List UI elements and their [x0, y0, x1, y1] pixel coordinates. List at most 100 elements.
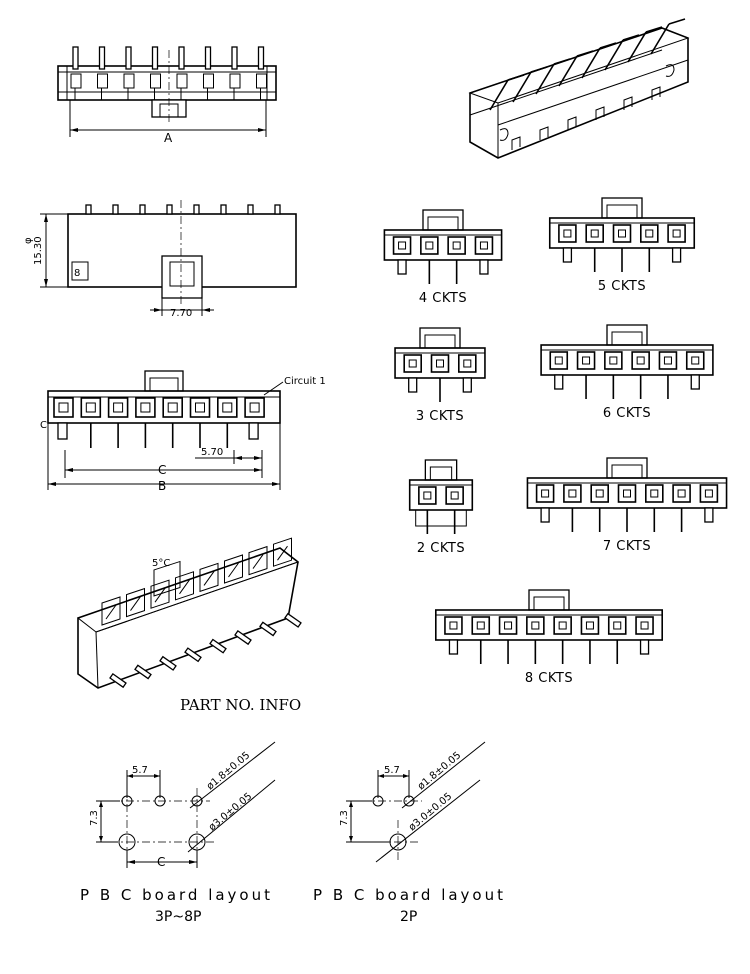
iso-cavity — [248, 545, 268, 576]
variant-cavity — [444, 616, 463, 635]
iso-cavity-slot — [154, 587, 166, 603]
variant-latch — [419, 327, 461, 349]
iso-pin — [650, 23, 670, 55]
top-pin-base — [229, 73, 241, 89]
iso-pin — [535, 63, 555, 95]
iso-cavity-slot — [252, 554, 264, 569]
variant-housing — [434, 609, 663, 641]
variant-cavity-inner — [504, 621, 513, 630]
variant-peg-2 — [415, 509, 467, 527]
variant-cavity-inner — [672, 229, 681, 238]
side-pin — [139, 204, 146, 215]
variant-cavity-inner — [558, 621, 567, 630]
side-pin — [166, 204, 173, 215]
variant-peg — [562, 247, 573, 263]
iso-pin-bottom — [184, 647, 202, 663]
height-dim-small: φ — [23, 237, 34, 244]
variant-cavity — [420, 236, 439, 255]
variant-cavity — [526, 616, 545, 635]
svg-text:8: 8 — [74, 268, 80, 279]
iso-cavity — [224, 554, 243, 584]
iso-pin-tail — [507, 74, 525, 81]
top-pin — [125, 46, 132, 70]
variant-cavity-inner — [595, 489, 604, 498]
variant-latch — [606, 324, 648, 346]
side-view-pins — [85, 204, 281, 215]
variant-7-ckts: 7 CKTS — [526, 457, 728, 554]
variant-cavity-inner — [554, 356, 563, 365]
variant-6-ckts: 6 CKTS — [540, 324, 714, 421]
front-cavity — [80, 397, 102, 418]
iso-cavity-slot — [203, 571, 215, 586]
top-pin-base — [256, 73, 267, 89]
iso-cavity — [273, 537, 292, 567]
iso-pin-tail — [576, 50, 594, 57]
variant-cavity-inner — [590, 229, 599, 238]
variant-cavity-inner — [425, 241, 434, 250]
variant-housing — [383, 229, 503, 261]
variant-cavity — [418, 486, 437, 505]
iso-pin-tail — [553, 58, 571, 65]
iso-cavity-slot — [228, 562, 239, 578]
variant-cavity-inner — [563, 229, 572, 238]
front-cavity-inner — [113, 402, 124, 413]
pcb-right-range: 2P — [400, 909, 417, 925]
variant-peg — [448, 639, 459, 655]
variant-cavity-inner — [463, 359, 472, 368]
variant-cavity — [447, 236, 466, 255]
side-pin — [112, 204, 119, 215]
variant-housing — [540, 344, 714, 376]
iso-cavity — [150, 579, 170, 609]
iso-pin-bottom — [109, 672, 127, 689]
variant-peg — [639, 639, 650, 655]
variant-peg — [540, 507, 550, 523]
variant-cavity-inner — [613, 621, 622, 630]
variant-cavity-inner — [636, 356, 645, 365]
dim-b-label: B — [158, 479, 166, 493]
top-pin-base — [70, 73, 82, 89]
front-cavity — [189, 397, 211, 418]
iso-pin — [627, 31, 647, 63]
isometric-pins-bottom — [109, 612, 302, 689]
pcb-right-title: P B C board layout — [313, 886, 506, 904]
variant-cavity — [672, 484, 691, 503]
top-view: A — [57, 46, 277, 145]
isometric-cavities — [101, 537, 292, 626]
front-cavity-inner — [195, 402, 205, 413]
pcb-left-pitch: 5.7 — [132, 765, 148, 776]
variant-cavity — [612, 224, 632, 243]
variant-cavity-inner — [640, 621, 649, 630]
variant-cavity-inner — [531, 621, 540, 630]
variant-cavity-inner — [663, 356, 672, 365]
top-pin-base — [123, 73, 135, 89]
variant-cavity-inner — [677, 489, 686, 498]
pcb-left-row: 7.3 — [89, 810, 100, 826]
variant-cavity — [685, 351, 705, 370]
variant-3-ckts: 3 CKTS — [394, 327, 486, 424]
variant-cavity-inner — [450, 491, 459, 500]
variant-latch — [601, 197, 643, 219]
front-cavity — [135, 397, 156, 418]
variant-cavity — [639, 224, 659, 243]
top-pin-base — [176, 73, 188, 89]
variant-cavity — [474, 236, 494, 255]
iso-pin-bottom — [134, 664, 152, 680]
variant-cavity — [535, 484, 555, 503]
variant-latch — [528, 589, 570, 611]
variant-cavity — [585, 224, 605, 243]
variant-cavity-inner — [452, 241, 461, 250]
side-pin — [274, 204, 281, 215]
variant-4-ckts: 4 CKTS — [383, 209, 503, 306]
variant-cavity — [667, 224, 686, 243]
variant-cavity — [658, 351, 678, 370]
variant-cavity — [498, 616, 518, 635]
variant-cavity — [430, 354, 450, 373]
front-cavity-inner — [167, 402, 178, 413]
variant-peg — [479, 259, 489, 275]
variant-cavity-inner — [568, 489, 577, 498]
iso-pin — [512, 71, 532, 103]
variant-peg — [690, 374, 700, 390]
variant-cavity — [644, 484, 664, 503]
top-pin — [178, 46, 185, 70]
